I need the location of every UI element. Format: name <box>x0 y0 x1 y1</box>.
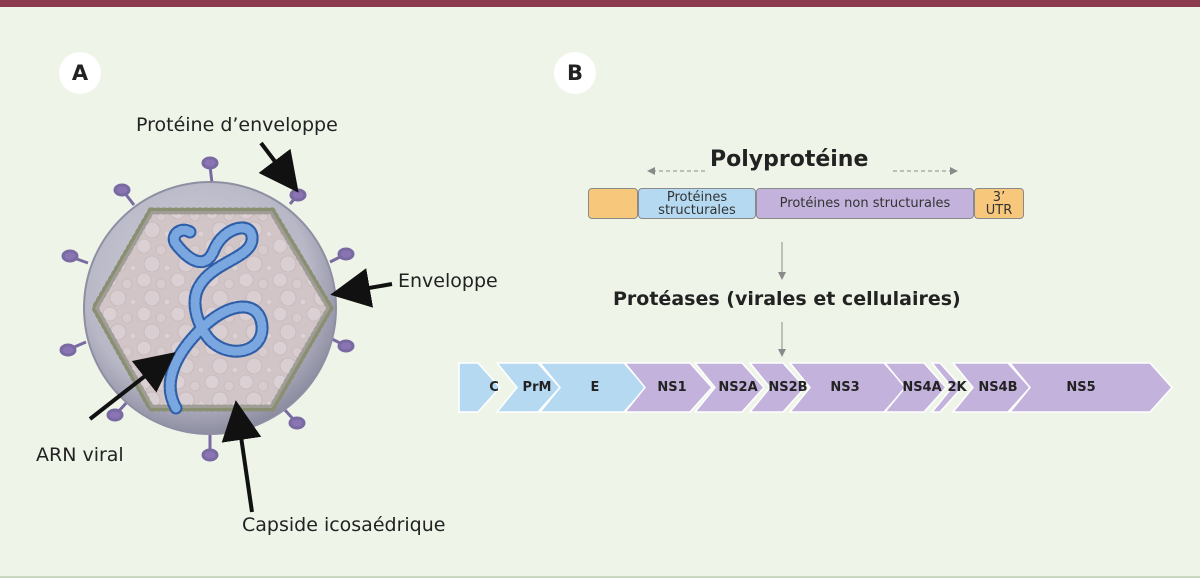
segment-label-ns2a: NS2A <box>718 379 758 395</box>
segment-chevron-ns2b <box>748 362 807 413</box>
segment-label-c: C <box>489 379 499 395</box>
label-icosahedral-capsid: Capside icosaédrique <box>242 514 446 536</box>
segment-label-ns4a: NS4A <box>902 379 942 395</box>
poly-nonstructural-label: Protéines non structurales <box>779 196 951 211</box>
viral-rna <box>163 221 269 415</box>
segment-chevron-ns1 <box>623 362 714 413</box>
segment-chevron-ns5 <box>1008 362 1174 413</box>
segment-label-ns5: NS5 <box>1066 379 1096 395</box>
poly-box-structural: Protéines structurales <box>638 188 756 219</box>
segment-chevron-ns2a <box>693 362 766 413</box>
polyprotein-title: Polyprotéine <box>710 147 869 172</box>
segment-chevron-ns3 <box>788 362 908 413</box>
top-accent-bar <box>0 0 1200 7</box>
segment-chevron-c <box>458 362 502 413</box>
segment-label-ns4b: NS4B <box>978 379 1018 395</box>
poly-3utr-line1: 3’ <box>992 189 1006 205</box>
callout-arrows <box>88 141 393 513</box>
segment-chevron-2k <box>930 362 964 413</box>
segment-label-ns2b: NS2B <box>768 379 808 395</box>
segment-chevron-e <box>538 362 648 413</box>
segment-chevron-ns4b <box>951 362 1032 413</box>
bottom-rule <box>0 576 1200 578</box>
segment-label-e: E <box>590 379 600 395</box>
label-viral-rna: ARN viral <box>36 444 124 466</box>
panel-badge-b: B <box>554 52 596 94</box>
poly-box-nonstructural: Protéines non structurales <box>756 188 974 219</box>
segment-label-prm: PrM <box>522 379 552 395</box>
segment-chevron-ns4a <box>883 362 948 413</box>
panel-badge-a: A <box>59 52 101 94</box>
label-envelope-protein: Protéine d’enveloppe <box>136 114 338 136</box>
segment-chevron-prm <box>495 362 562 413</box>
segment-label-ns3: NS3 <box>830 379 860 395</box>
envelope-protein-spikes <box>59 156 355 462</box>
poly-3utr-line2: UTR <box>985 202 1013 218</box>
segment-label-2k: 2K <box>947 379 967 395</box>
poly-structural-line1: Protéines <box>666 189 728 205</box>
poly-box-5utr <box>588 188 638 219</box>
poly-box-3utr: 3’ UTR <box>974 188 1024 219</box>
poly-structural-line2: structurales <box>658 202 736 218</box>
proteases-title: Protéases (virales et cellulaires) <box>613 288 961 310</box>
mature-protein-segments <box>458 362 1174 413</box>
segment-label-ns1: NS1 <box>657 379 687 395</box>
label-envelope: Enveloppe <box>398 270 498 292</box>
